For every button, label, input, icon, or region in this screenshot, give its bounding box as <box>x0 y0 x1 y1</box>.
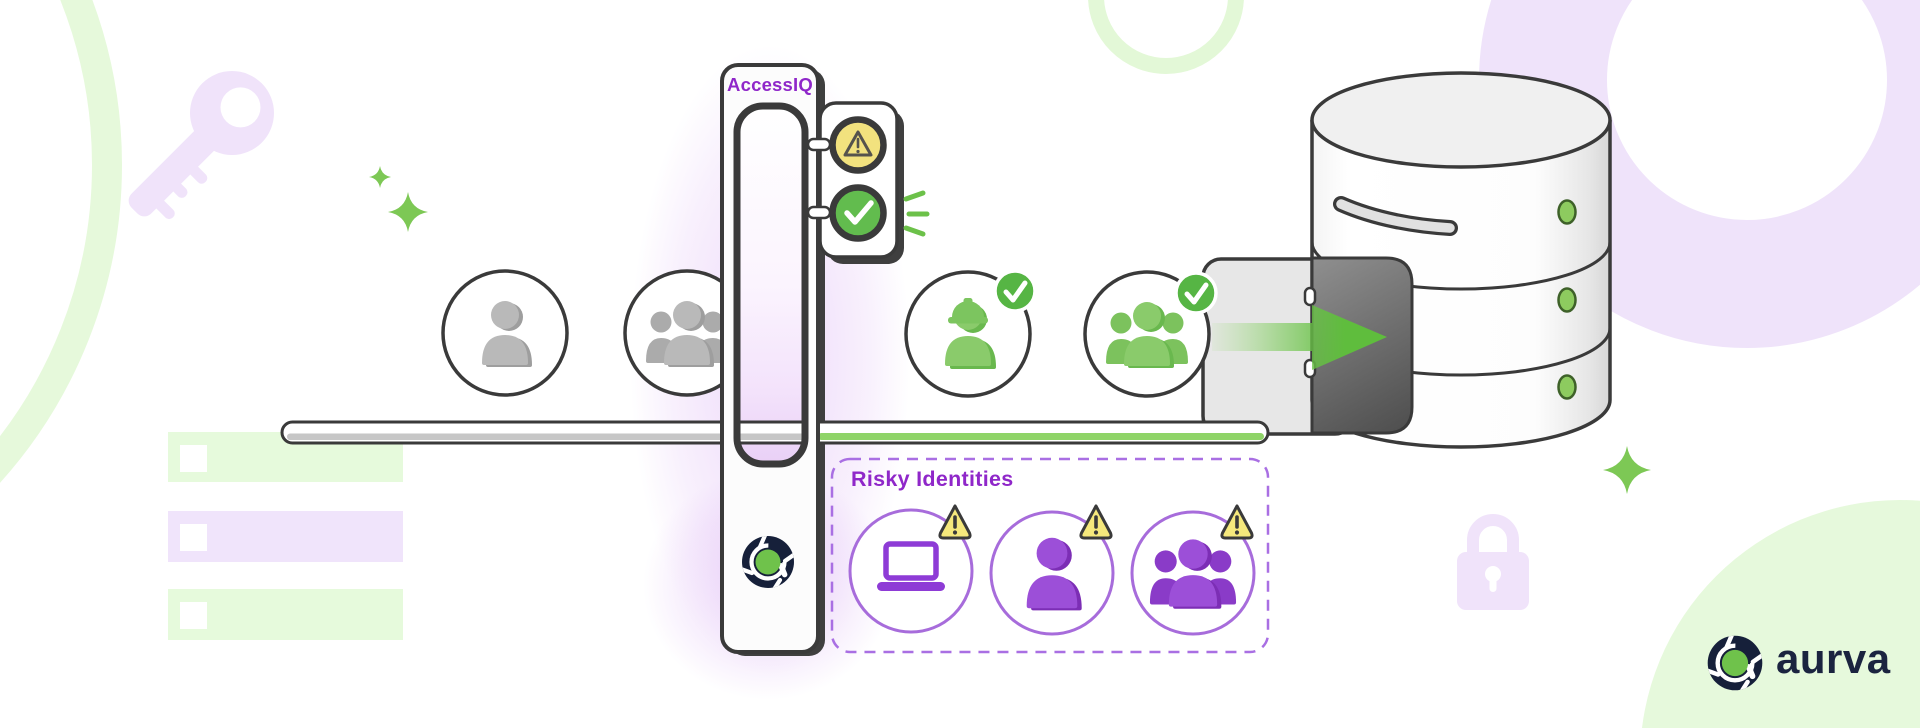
database-slot <box>1333 196 1458 236</box>
decor-circle-bottom-right <box>1641 500 1920 728</box>
key-icon <box>128 71 274 220</box>
laptop-icon <box>877 541 945 591</box>
list-skeleton <box>168 432 403 640</box>
risky-laptop-circle <box>848 508 974 634</box>
lock-icon <box>1457 514 1529 610</box>
risky-identities-panel <box>830 457 1270 654</box>
decor-ring-top <box>1088 0 1244 74</box>
sparkle-icon <box>369 166 1651 494</box>
gate-product-label: AccessIQ <box>727 74 813 95</box>
check-badge-icon <box>995 271 1035 311</box>
gate-slot <box>737 106 805 464</box>
database-led <box>1557 199 1577 400</box>
database-icon <box>1212 71 1612 449</box>
ingest-arrow-icon <box>1212 305 1387 370</box>
risky-panel-title: Risky Identities <box>851 467 1014 491</box>
decor-ring-bottom-left <box>0 0 122 483</box>
risky-group-circle <box>1130 510 1256 636</box>
mount-pin <box>806 137 832 220</box>
list-item <box>168 589 403 640</box>
identity-user-circle <box>441 269 569 397</box>
go-light-icon <box>829 184 887 242</box>
brand-logo-text: aurva <box>1776 635 1891 682</box>
hard-hat-icon <box>948 298 988 324</box>
worker-icon <box>945 298 996 369</box>
traffic-light <box>806 101 930 264</box>
conveyor-belt <box>280 420 1270 445</box>
check-badge-icon <box>1176 273 1216 313</box>
scanner-gate <box>720 63 820 654</box>
signal-burst-icon <box>903 190 930 237</box>
warning-light-icon <box>829 116 887 174</box>
risky-user-circle <box>989 510 1115 636</box>
list-item <box>168 511 403 562</box>
